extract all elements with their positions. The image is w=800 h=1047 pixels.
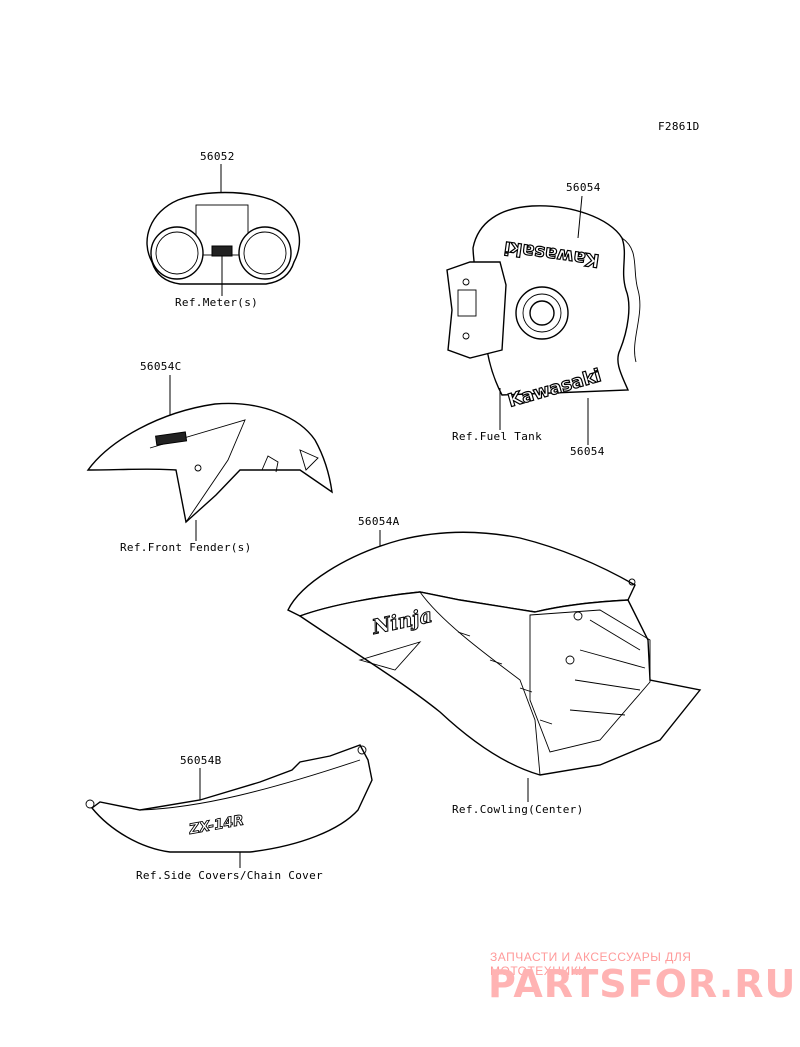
leader-tank-top [577, 195, 583, 239]
meter-left-gauge-outer [150, 226, 204, 280]
side-cover-bolt-1 [85, 799, 95, 809]
fuel-tank-edge-line [621, 237, 641, 363]
part-number-tank-top: 56054 [566, 181, 601, 194]
fuel-tank-bracket [446, 261, 507, 359]
cowling-tick-1 [457, 631, 471, 637]
meter-right-gauge-outer [238, 226, 292, 280]
part-number-meter: 56052 [200, 150, 235, 163]
ref-meter: Ref.Meter(s) [175, 296, 258, 309]
diagram-code: F2861D [658, 120, 700, 133]
fuel-tank-assembly: 56054 Kawasaki Kawasaki Ref.Fuel Tank 56… [446, 181, 641, 458]
side-cover-crease [139, 759, 361, 811]
cowling-bolt-3 [628, 578, 636, 586]
cowling-bolt-2 [565, 655, 575, 665]
part-number-side-cover: 56054B [180, 754, 222, 767]
front-fender-rear-tab [261, 455, 279, 473]
ref-fuel-tank: Ref.Fuel Tank [452, 430, 542, 443]
cowling-vent-slat-4 [569, 709, 626, 716]
cowling-vent-frame [529, 609, 651, 753]
fuel-tank-bolt-1 [462, 278, 470, 286]
front-fender-assembly: 56054C Ref.Front Fender(s) [86, 360, 333, 554]
meter-decal [211, 245, 233, 257]
cowling-triangle-cut [358, 641, 422, 671]
side-cover-bolt-2 [357, 745, 367, 755]
cowling-tick-4 [539, 719, 553, 725]
fuel-tank-bolt-2 [462, 332, 470, 340]
fuel-cap-inner [529, 300, 555, 326]
ref-front-fender: Ref.Front Fender(s) [120, 541, 252, 554]
side-cover-body [90, 744, 373, 853]
watermark-tagline: ЗАПЧАСТИ И АКСЕССУАРЫ ДЛЯ МОТОТЕХНИКИ [490, 950, 692, 978]
part-number-cowling: 56054A [358, 515, 400, 528]
front-fender-bolt [194, 464, 202, 472]
cowling-vent-slat-1 [589, 619, 641, 651]
part-number-fender: 56054C [140, 360, 182, 373]
cowling-vent-slat-2 [579, 649, 646, 669]
ref-side-cover: Ref.Side Covers/Chain Cover [136, 869, 323, 882]
side-cover-assembly: 56054B ZX-14R Ref.Side Covers/Chain Cove… [85, 744, 373, 882]
fender-decal [155, 431, 188, 446]
ref-cowling: Ref.Cowling(Center) [452, 803, 584, 816]
meter-left-gauge-inner [155, 231, 199, 275]
cowling-vent-slat-3 [574, 679, 641, 691]
cowling-inner-crease [419, 591, 541, 776]
cowling-assembly: 56054A Ninja Ref.Cowling(Center) [287, 515, 702, 816]
watermark-brand-logo: PARTSFOR.RU [488, 962, 797, 1006]
part-number-tank-bottom: 56054 [570, 445, 605, 458]
cowling-bolt-1 [573, 611, 583, 621]
meter-right-gauge-inner [243, 231, 287, 275]
front-fender-vent [299, 449, 319, 471]
fuel-cap-ring [522, 293, 562, 333]
front-fender-crease [149, 419, 246, 523]
cowling-tick-3 [519, 687, 533, 693]
cowling-tick-2 [489, 659, 503, 665]
cowling-lower-panel [298, 591, 702, 776]
front-fender-body [86, 402, 333, 524]
meter-assembly: 56052 Ref.Meter(s) [146, 150, 301, 309]
fuel-tank-bracket-slot [457, 289, 477, 317]
